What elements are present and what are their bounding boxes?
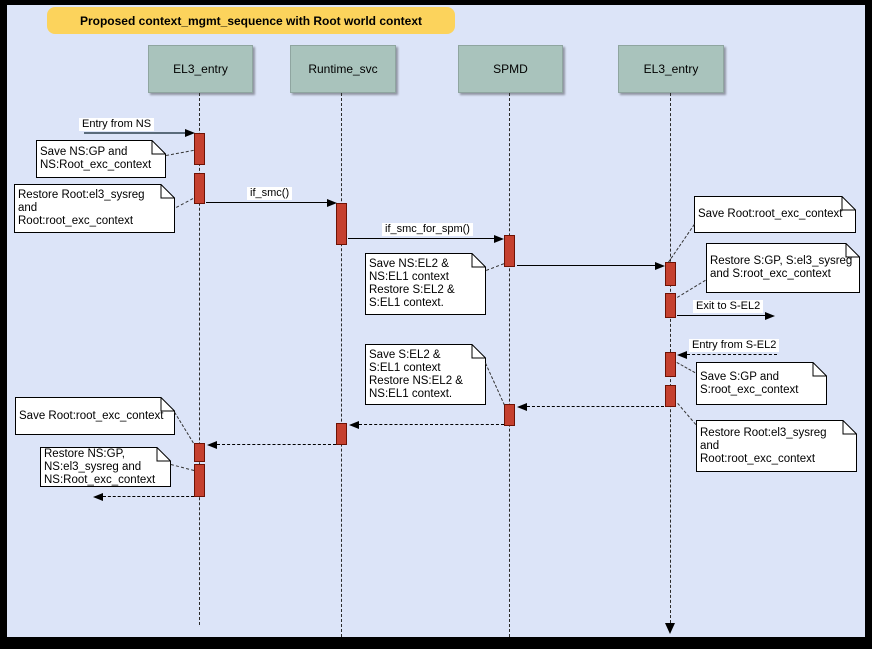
sequence-diagram-canvas: Proposed context_mgmt_sequence with Root…	[7, 5, 865, 637]
arrowhead-left-icon	[207, 440, 217, 449]
message-label-entry-from-ns: Entry from NS	[79, 118, 155, 131]
note-shape	[36, 140, 166, 178]
note-restore-ns-gp: Restore NS:GP, NS:el3_sysreg and NS:Root…	[40, 447, 171, 487]
lifeline-label: EL3_entry	[643, 62, 699, 76]
message-line-return-to-el3-entry	[217, 444, 336, 445]
message-line-entry-from-ns	[84, 132, 185, 134]
activation-bar	[504, 404, 515, 426]
lifeline-head-el3-entry-2: EL3_entry	[618, 45, 724, 93]
message-line-if-smc-for-spm	[348, 238, 494, 239]
note-connector	[176, 198, 194, 208]
message-label-if-smc-for-spm: if_smc_for_spm()	[382, 223, 473, 236]
note-connector	[170, 464, 195, 472]
lifeline-label: SPMD	[493, 62, 528, 76]
lifeline-label: EL3_entry	[173, 62, 228, 76]
note-shape	[40, 447, 171, 487]
note-save-ns-gp: Save NS:GP and NS:Root_exc_context	[36, 140, 166, 178]
note-connector	[174, 412, 194, 444]
activation-bar	[665, 352, 676, 377]
note-shape	[696, 420, 857, 472]
message-line-if-smc	[206, 202, 327, 203]
message-line-return-to-runtime-svc	[359, 424, 504, 425]
note-connector	[677, 279, 706, 298]
note-shape	[694, 196, 856, 233]
note-save-ns-el2: Save NS:EL2 & NS:EL1 context Restore S:E…	[365, 253, 486, 315]
message-line-exit-to-s-el2	[677, 315, 765, 316]
message-line-spmd-to-el3	[517, 265, 655, 266]
activation-bar	[194, 464, 205, 497]
diagram-title: Proposed context_mgmt_sequence with Root…	[47, 7, 455, 34]
arrowhead-right-icon	[655, 261, 665, 270]
lifeline-runtime-svc	[341, 93, 343, 637]
lifeline-head-spmd: SPMD	[458, 45, 563, 93]
message-label-entry-from-s-el2: Entry from S-EL2	[689, 339, 780, 352]
message-line-return-to-spmd	[527, 406, 664, 407]
activation-bar	[665, 293, 676, 318]
activation-bar	[194, 133, 205, 165]
note-save-s-el2: Save S:EL2 & S:EL1 context Restore NS:EL…	[365, 344, 486, 405]
lifeline-end-arrow-down-icon	[665, 623, 675, 634]
arrowhead-right-icon	[327, 198, 337, 207]
message-line-exit-to-ns	[103, 496, 194, 497]
note-restore-s-gp: Restore S:GP, S:el3_sysreg and S:root_ex…	[706, 243, 860, 293]
activation-bar	[504, 235, 515, 267]
arrowhead-left-icon	[349, 420, 359, 429]
note-save-s-gp: Save S:GP and S:root_exc_context	[696, 362, 827, 405]
note-shape	[14, 184, 175, 233]
note-connector	[677, 403, 697, 425]
activation-bar	[665, 385, 676, 407]
lifeline-el3-entry-1	[199, 93, 201, 625]
activation-bar	[194, 443, 205, 462]
activation-bar	[665, 262, 676, 286]
activation-bar	[194, 173, 205, 204]
lifeline-head-runtime-svc: Runtime_svc	[290, 45, 396, 93]
lifeline-spmd	[509, 93, 511, 637]
arrowhead-left-icon	[93, 492, 103, 501]
arrowhead-left-icon	[677, 350, 687, 359]
arrowhead-left-icon	[517, 402, 527, 411]
note-shape	[365, 253, 486, 315]
arrowhead-right-icon	[494, 234, 504, 243]
activation-bar	[336, 423, 347, 445]
message-line-entry-from-s-el2	[687, 354, 777, 355]
note-shape	[15, 397, 175, 435]
note-restore-root-el3-sysreg-right: Restore Root:el3_sysreg and Root:root_ex…	[696, 420, 857, 472]
note-shape	[706, 243, 860, 293]
note-save-root-exc-left: Save Root:root_exc_context	[15, 397, 175, 435]
note-connector	[485, 363, 505, 406]
note-shape	[696, 362, 827, 405]
note-connector	[676, 362, 696, 374]
message-label-if-smc: if_smc()	[247, 187, 293, 200]
note-restore-root-el3-sysreg: Restore Root:el3_sysreg and Root:root_ex…	[14, 184, 175, 233]
lifeline-label: Runtime_svc	[308, 62, 378, 76]
arrowhead-right-icon	[765, 311, 775, 320]
note-connector	[486, 263, 505, 271]
note-shape	[365, 344, 486, 405]
note-save-root-exc-right: Save Root:root_exc_context	[694, 196, 856, 233]
note-connector	[166, 149, 194, 156]
note-connector	[668, 224, 695, 263]
lifeline-head-el3-entry-1: EL3_entry	[148, 45, 253, 93]
activation-bar	[336, 203, 347, 245]
arrowhead-right-icon	[185, 128, 195, 137]
message-label-exit-to-s-el2: Exit to S-EL2	[693, 300, 764, 313]
